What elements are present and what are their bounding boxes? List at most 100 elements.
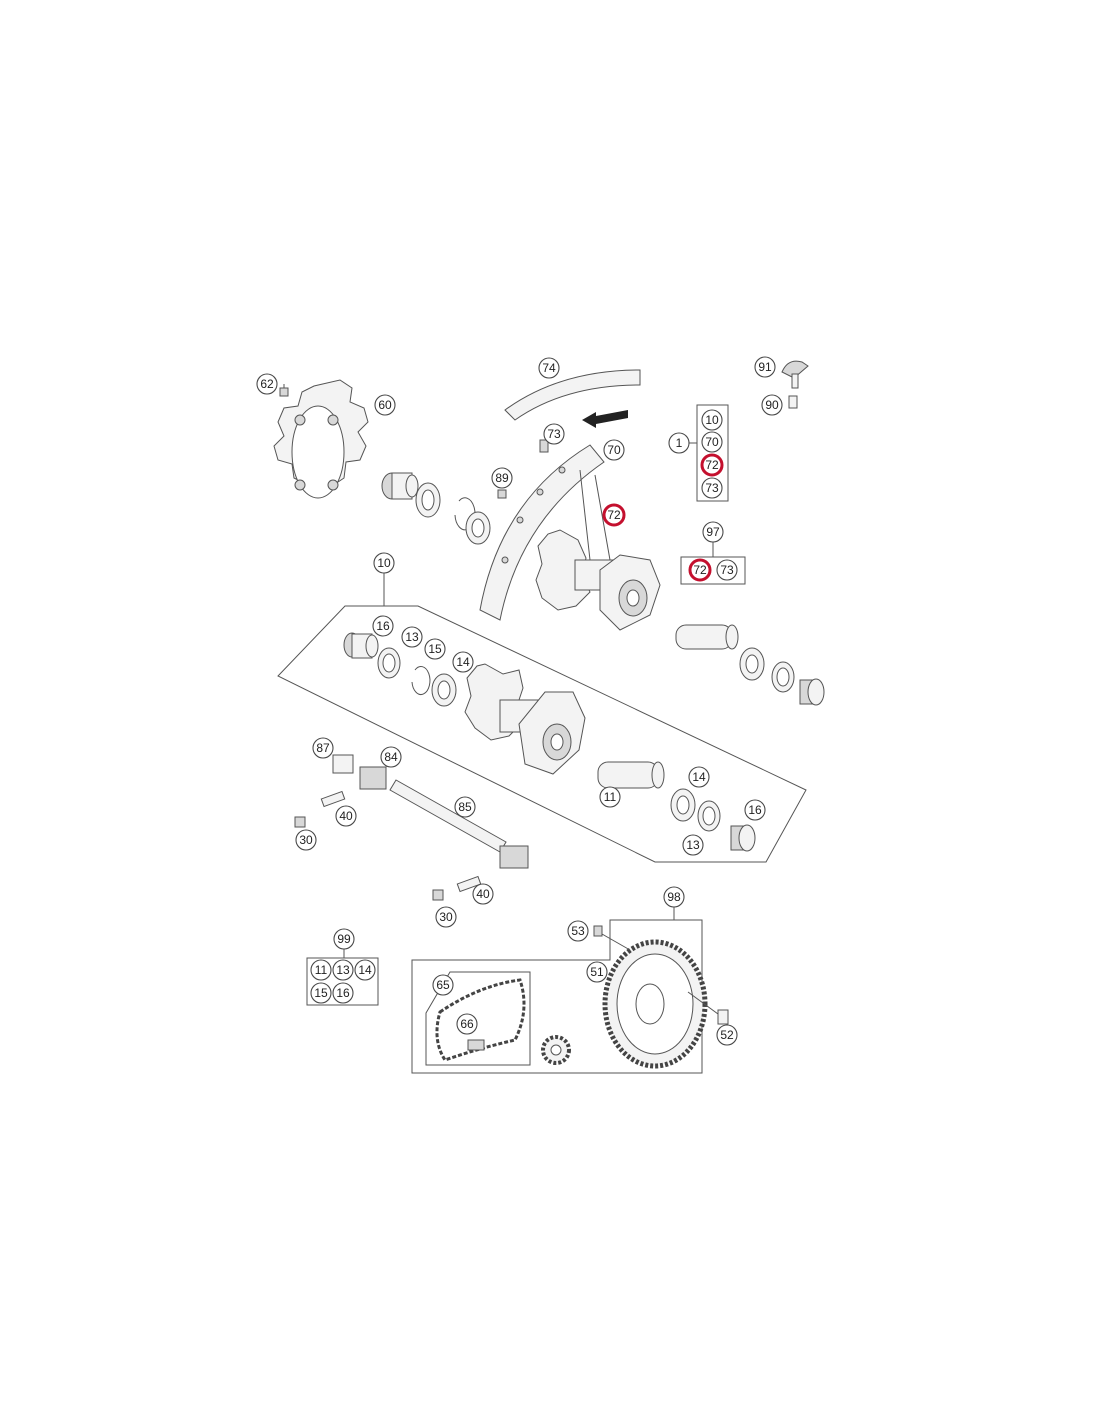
lock-nut-right xyxy=(432,889,444,901)
svg-text:87: 87 xyxy=(316,741,330,755)
svg-text:10: 10 xyxy=(705,413,719,427)
sprocket-nut xyxy=(687,991,729,1025)
svg-text:15: 15 xyxy=(428,642,442,656)
svg-text:16: 16 xyxy=(376,619,390,633)
upper-spacer xyxy=(381,472,419,500)
svg-text:98: 98 xyxy=(667,890,681,904)
callout-66: 66 xyxy=(456,1013,478,1035)
hub-bearing-right xyxy=(670,788,696,822)
svg-text:40: 40 xyxy=(339,809,353,823)
hub-seal-right xyxy=(697,800,721,832)
svg-text:14: 14 xyxy=(358,963,372,977)
callout-group-98: 98 xyxy=(663,886,685,908)
svg-text:15: 15 xyxy=(314,986,328,1000)
callout-16: 16 xyxy=(372,615,394,637)
group-box-99 xyxy=(306,957,379,1006)
svg-text:11: 11 xyxy=(604,790,617,804)
chain xyxy=(435,978,526,1062)
svg-text:11: 11 xyxy=(315,963,328,977)
callout-62: 62 xyxy=(256,373,278,395)
callout-group-10: 10 xyxy=(373,552,395,574)
svg-text:70: 70 xyxy=(607,443,621,457)
upper-axle-sleeve xyxy=(675,624,739,650)
callout-14: 14 xyxy=(452,651,474,673)
callout-74: 74 xyxy=(538,357,560,379)
svg-text:13: 13 xyxy=(405,630,419,644)
callout-group-99-15: 15 xyxy=(310,982,332,1004)
svg-text:40: 40 xyxy=(476,887,490,901)
chain-connecting-link xyxy=(467,1039,485,1051)
callout-85: 85 xyxy=(454,796,476,818)
callout-40: 40 xyxy=(335,805,357,827)
upper-right-seal xyxy=(771,661,795,693)
disc-bolt xyxy=(279,384,289,397)
svg-text:74: 74 xyxy=(542,361,556,375)
svg-text:73: 73 xyxy=(705,481,719,495)
hub-bearing-left xyxy=(431,673,457,707)
hub-seal-left xyxy=(377,647,401,679)
group-box-98 xyxy=(411,919,703,1074)
svg-text:30: 30 xyxy=(439,910,453,924)
rim xyxy=(479,444,605,621)
rear-axle xyxy=(389,779,529,869)
chain-adjuster-left xyxy=(359,766,387,790)
svg-text:13: 13 xyxy=(686,838,700,852)
axle-nut xyxy=(332,754,354,774)
svg-text:90: 90 xyxy=(765,398,779,412)
upper-right-spacer xyxy=(799,678,825,706)
svg-text:30: 30 xyxy=(299,833,313,847)
rear-sprocket xyxy=(602,939,708,1069)
brake-disc xyxy=(273,379,369,499)
svg-text:65: 65 xyxy=(436,978,450,992)
svg-text:14: 14 xyxy=(692,770,706,784)
svg-text:72: 72 xyxy=(693,563,707,577)
callout-group-1-73: 73 xyxy=(701,477,723,499)
hub-spacer-right xyxy=(730,824,756,852)
callout-70: 70 xyxy=(603,439,625,461)
callout-87: 87 xyxy=(312,737,334,759)
callout-group-99-11: 11 xyxy=(310,959,332,981)
callout-group-99-13: 13 xyxy=(332,959,354,981)
svg-text:60: 60 xyxy=(378,398,392,412)
front-sprocket xyxy=(541,1035,571,1065)
callout-84: 84 xyxy=(380,746,402,768)
svg-text:16: 16 xyxy=(748,803,762,817)
callout-14-lower: 14 xyxy=(688,766,710,788)
svg-text:62: 62 xyxy=(260,377,274,391)
callout-group-1-10: 10 xyxy=(701,409,723,431)
callout-group-97: 97 xyxy=(702,521,724,543)
svg-text:51: 51 xyxy=(590,965,604,979)
callout-11: 11 xyxy=(599,786,621,808)
assembled-hub xyxy=(535,529,661,631)
hub-axle-sleeve xyxy=(597,761,665,789)
svg-text:72: 72 xyxy=(607,508,621,522)
callout-60: 60 xyxy=(374,394,396,416)
upper-seal xyxy=(415,482,441,518)
callout-30-lower: 30 xyxy=(435,906,457,928)
callout-90: 90 xyxy=(761,394,783,416)
valve-nut xyxy=(497,489,507,499)
upper-right-bearing xyxy=(739,647,765,681)
svg-text:14: 14 xyxy=(456,655,470,669)
lock-nut-left xyxy=(294,816,306,828)
svg-text:85: 85 xyxy=(458,800,472,814)
callout-52: 52 xyxy=(716,1024,738,1046)
rotation-arrow xyxy=(582,410,628,428)
hub-circlip xyxy=(411,666,431,695)
callout-65: 65 xyxy=(432,974,454,996)
callout-group-99-14: 14 xyxy=(354,959,376,981)
svg-text:97: 97 xyxy=(706,525,720,539)
callout-91: 91 xyxy=(754,356,776,378)
svg-text:91: 91 xyxy=(758,360,772,374)
callout-30: 30 xyxy=(295,829,317,851)
callout-group-99-16: 16 xyxy=(332,982,354,1004)
svg-text:99: 99 xyxy=(337,932,351,946)
callout-group-99: 99 xyxy=(333,928,355,950)
adjuster-screw-right xyxy=(456,875,482,893)
sprocket-bolt xyxy=(593,925,631,951)
callout-15: 15 xyxy=(424,638,446,660)
spoke-nipple xyxy=(539,439,549,453)
tire-section xyxy=(504,369,641,421)
callout-group-97-73: 73 xyxy=(716,559,738,581)
